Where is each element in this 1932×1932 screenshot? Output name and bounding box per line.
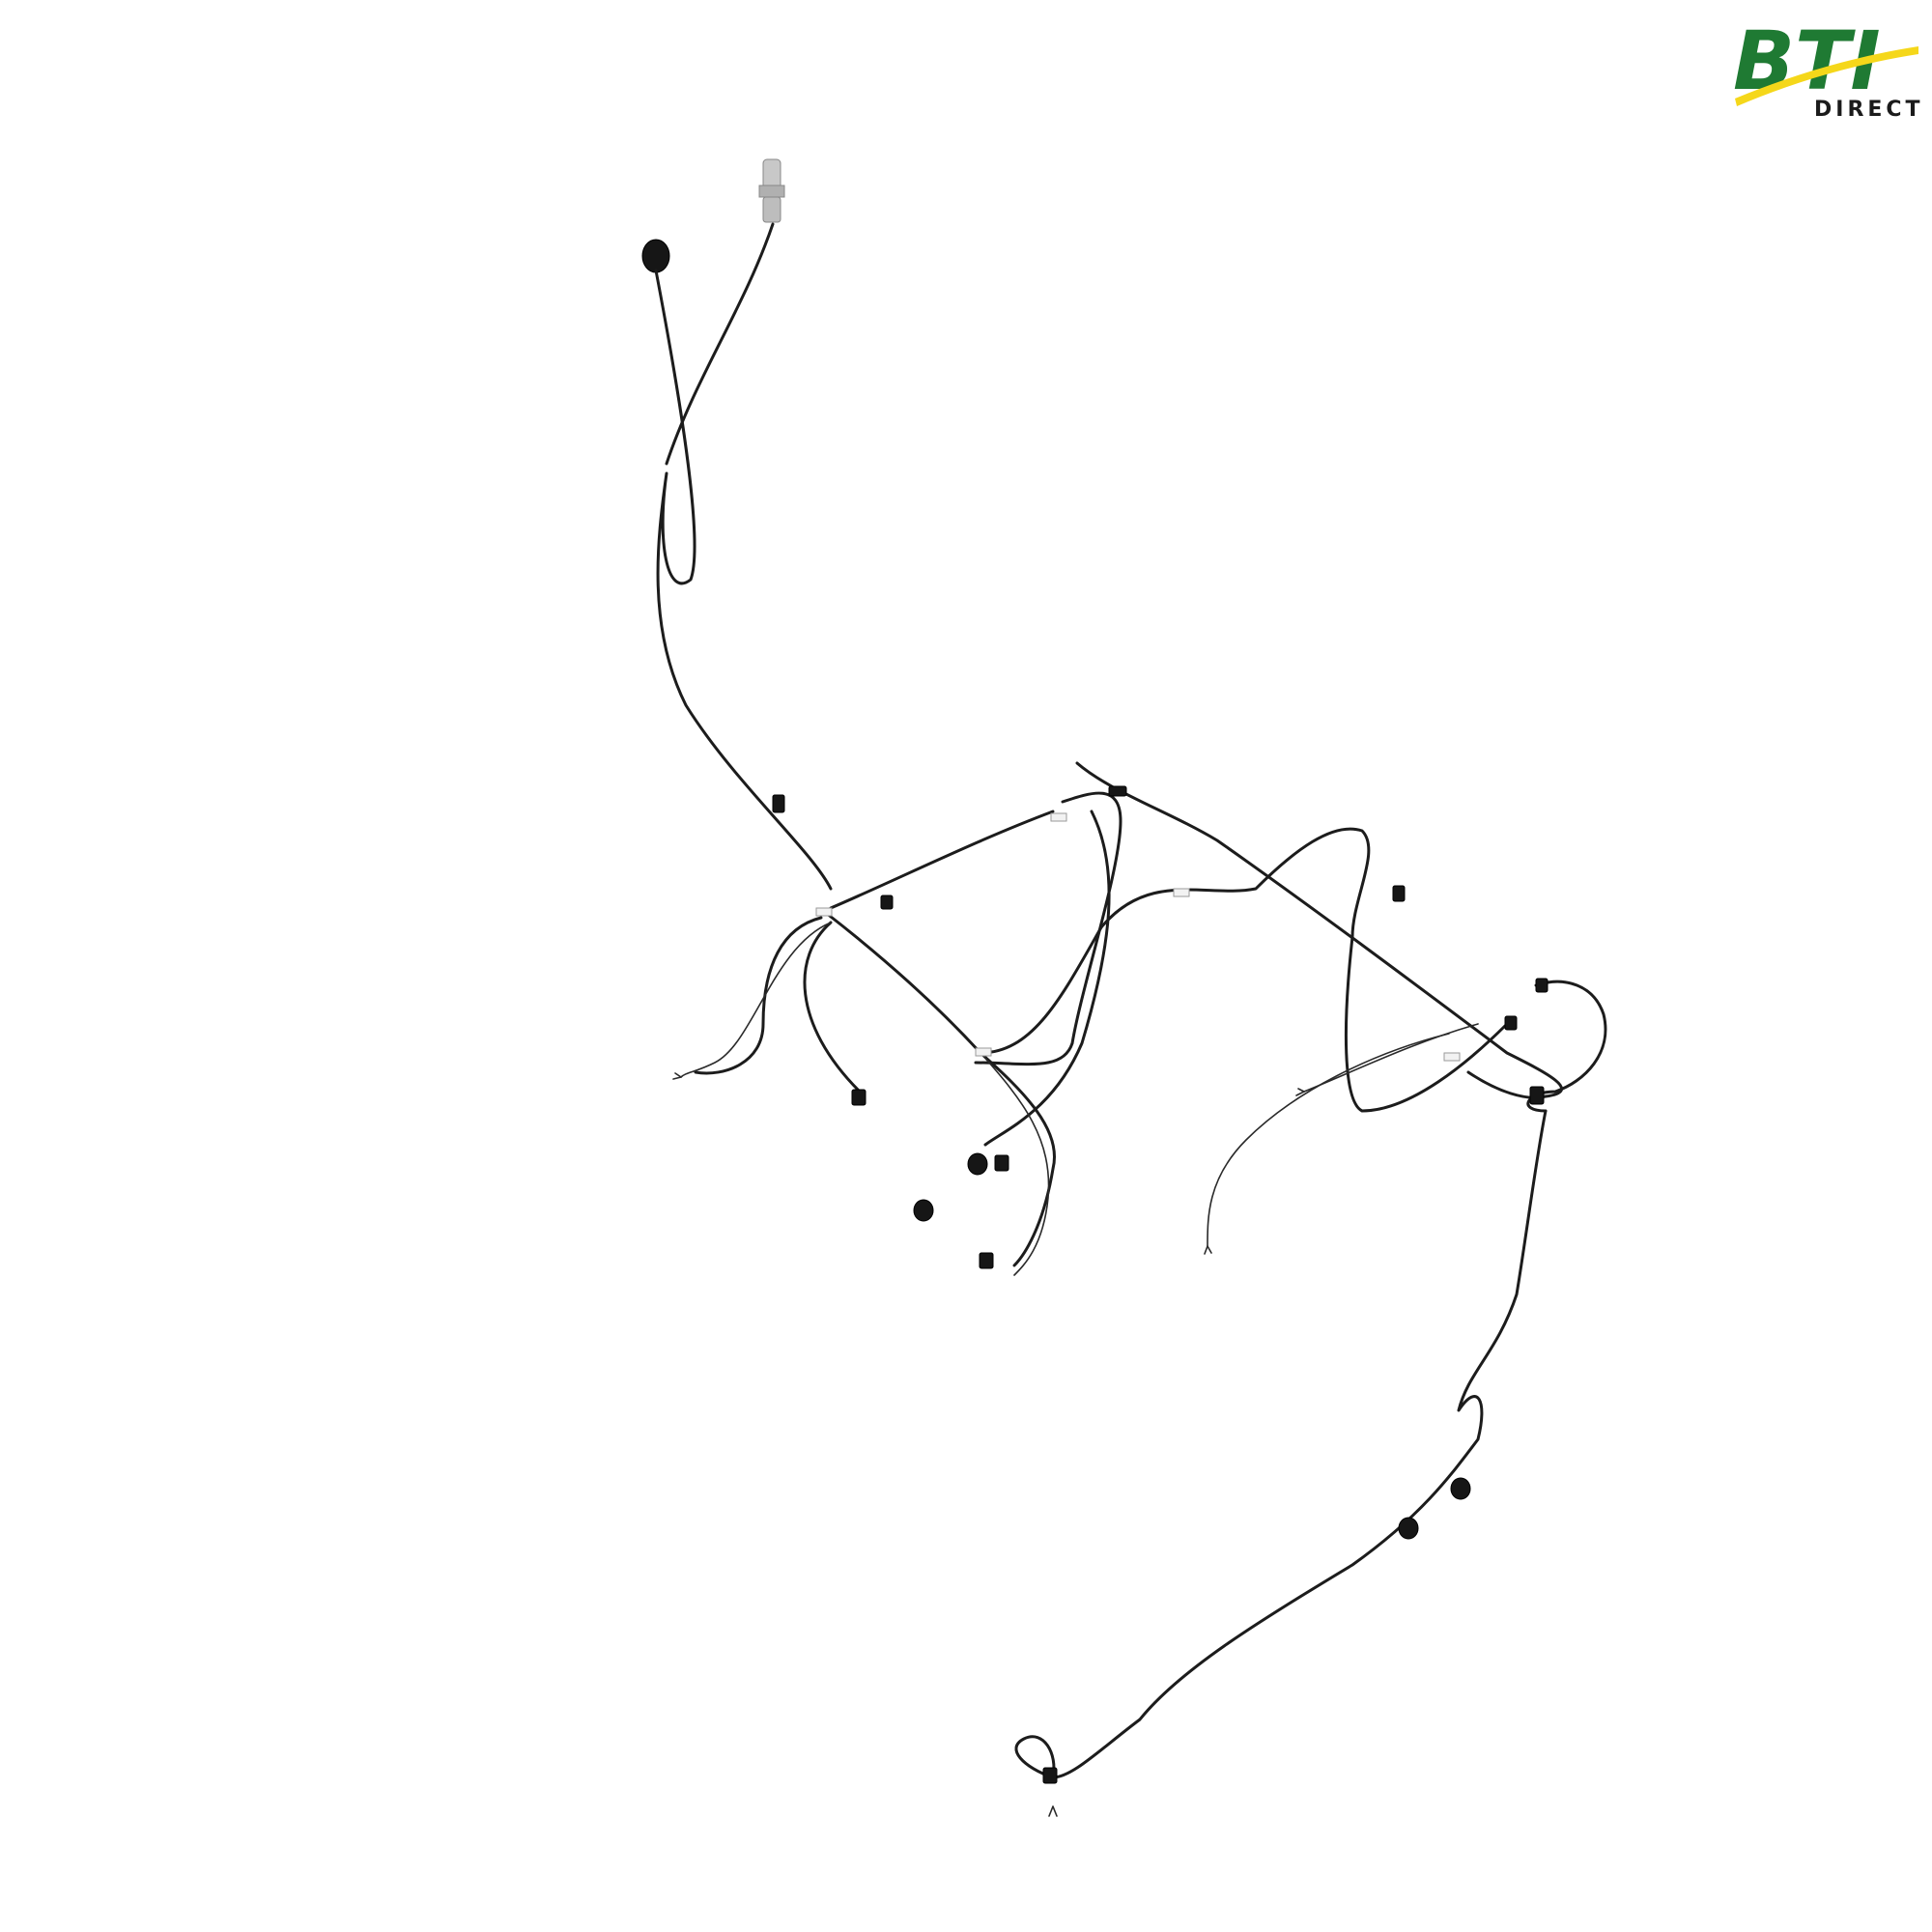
mid-drop-wire-2 (983, 810, 1111, 1147)
lower-right-tail (1014, 1735, 1056, 1779)
connector (880, 895, 894, 910)
branch-wire-loop (974, 791, 1122, 1066)
cable-tie (815, 907, 833, 917)
thin-wire-right-2 (1303, 1023, 1479, 1093)
branch-wire-center (824, 827, 1509, 1113)
connector (994, 1154, 1009, 1172)
wire-end (1295, 1088, 1305, 1096)
main-trunk-wire-1 (654, 269, 833, 891)
wire-end (672, 1072, 682, 1080)
thin-wire-left (680, 922, 832, 1078)
round-connector (1398, 1517, 1419, 1540)
cable-tie (1443, 1052, 1461, 1062)
logo-subtitle: DIRECT (1814, 98, 1922, 122)
wire-end (1204, 1245, 1212, 1255)
connector (772, 794, 785, 813)
left-upper-branch-wire (829, 810, 1055, 910)
round-connector (913, 1199, 934, 1222)
connector (1529, 1086, 1545, 1105)
branch-wire-right (1526, 980, 1607, 1113)
bti-direct-logo: BTI DIRECT (1733, 19, 1922, 122)
connector (851, 1089, 867, 1106)
thin-wire-right (1207, 1033, 1450, 1247)
connector (1042, 1767, 1058, 1784)
wire-end (1048, 1805, 1058, 1817)
cable-tie (975, 1047, 992, 1057)
cable-tie (1173, 888, 1190, 897)
logo-swoosh (1735, 46, 1918, 106)
left-lower-branch-wire (803, 921, 862, 1094)
green-connector (1535, 978, 1548, 993)
main-trunk-wire-2 (665, 222, 775, 466)
top-cap-connector (641, 239, 670, 273)
branch-wire-lower-right (1051, 1109, 1548, 1779)
connector (1392, 885, 1406, 902)
top-plug-connector (758, 158, 785, 223)
left-branch-wire (694, 916, 823, 1075)
round-connector (1450, 1477, 1471, 1500)
round-connector (967, 1152, 988, 1176)
connector (979, 1252, 994, 1269)
connector (1504, 1015, 1518, 1031)
bracket-connector (1108, 785, 1127, 797)
cable-tie (1050, 812, 1067, 822)
branch-wire-upper (1075, 761, 1563, 1099)
mid-drop-wire (979, 1051, 1056, 1267)
thin-wire-mid (980, 1052, 1050, 1276)
